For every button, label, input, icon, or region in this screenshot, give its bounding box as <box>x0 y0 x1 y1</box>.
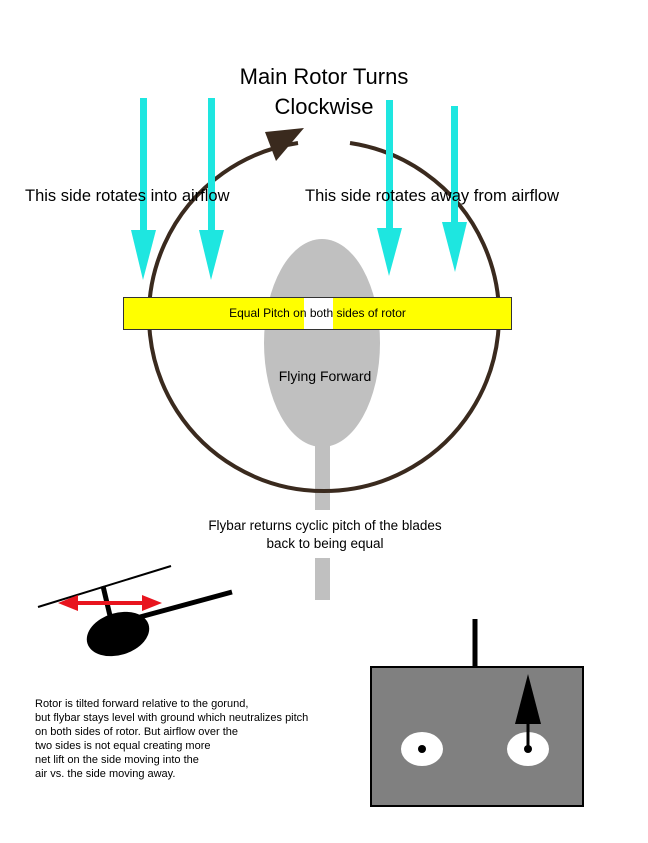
diagram-title: Main Rotor Turns Clockwise <box>239 64 409 119</box>
stick-forward-arrow-icon <box>515 674 541 724</box>
helicopter-tail-end <box>315 558 330 600</box>
flying-forward-label: Flying Forward <box>278 368 372 384</box>
pitch-bar-gap <box>304 298 333 329</box>
helicopter-tail-boom <box>315 440 330 510</box>
red-arrowhead-right-icon <box>142 595 162 611</box>
rotor-tilt-note: Rotor is tilted forward relative to the … <box>35 698 309 780</box>
airflow-arrow <box>131 98 156 280</box>
transmitter-body <box>370 666 584 807</box>
left-stick-center <box>418 745 426 753</box>
tail-boom <box>139 589 233 620</box>
airflow-arrow <box>442 106 467 272</box>
side-view-helicopter <box>37 565 233 657</box>
flybar-caption: Flybar returns cyclic pitch of the blade… <box>208 518 442 551</box>
helicopter-body <box>264 239 380 447</box>
right-stick-center <box>524 745 532 753</box>
red-arrowhead-left-icon <box>58 595 78 611</box>
right-side-label: This side rotates away from airflow <box>305 187 560 205</box>
left-side-label: This side rotates into airflow <box>25 187 230 205</box>
fuselage <box>86 611 150 657</box>
rotation-arrowhead <box>265 128 304 161</box>
airflow-arrow <box>377 100 402 276</box>
airflow-arrow <box>199 98 224 280</box>
rotor-circle <box>147 141 501 494</box>
rc-transmitter <box>370 619 584 807</box>
pitch-label: Equal Pitch on both sides of rotor <box>229 306 406 320</box>
